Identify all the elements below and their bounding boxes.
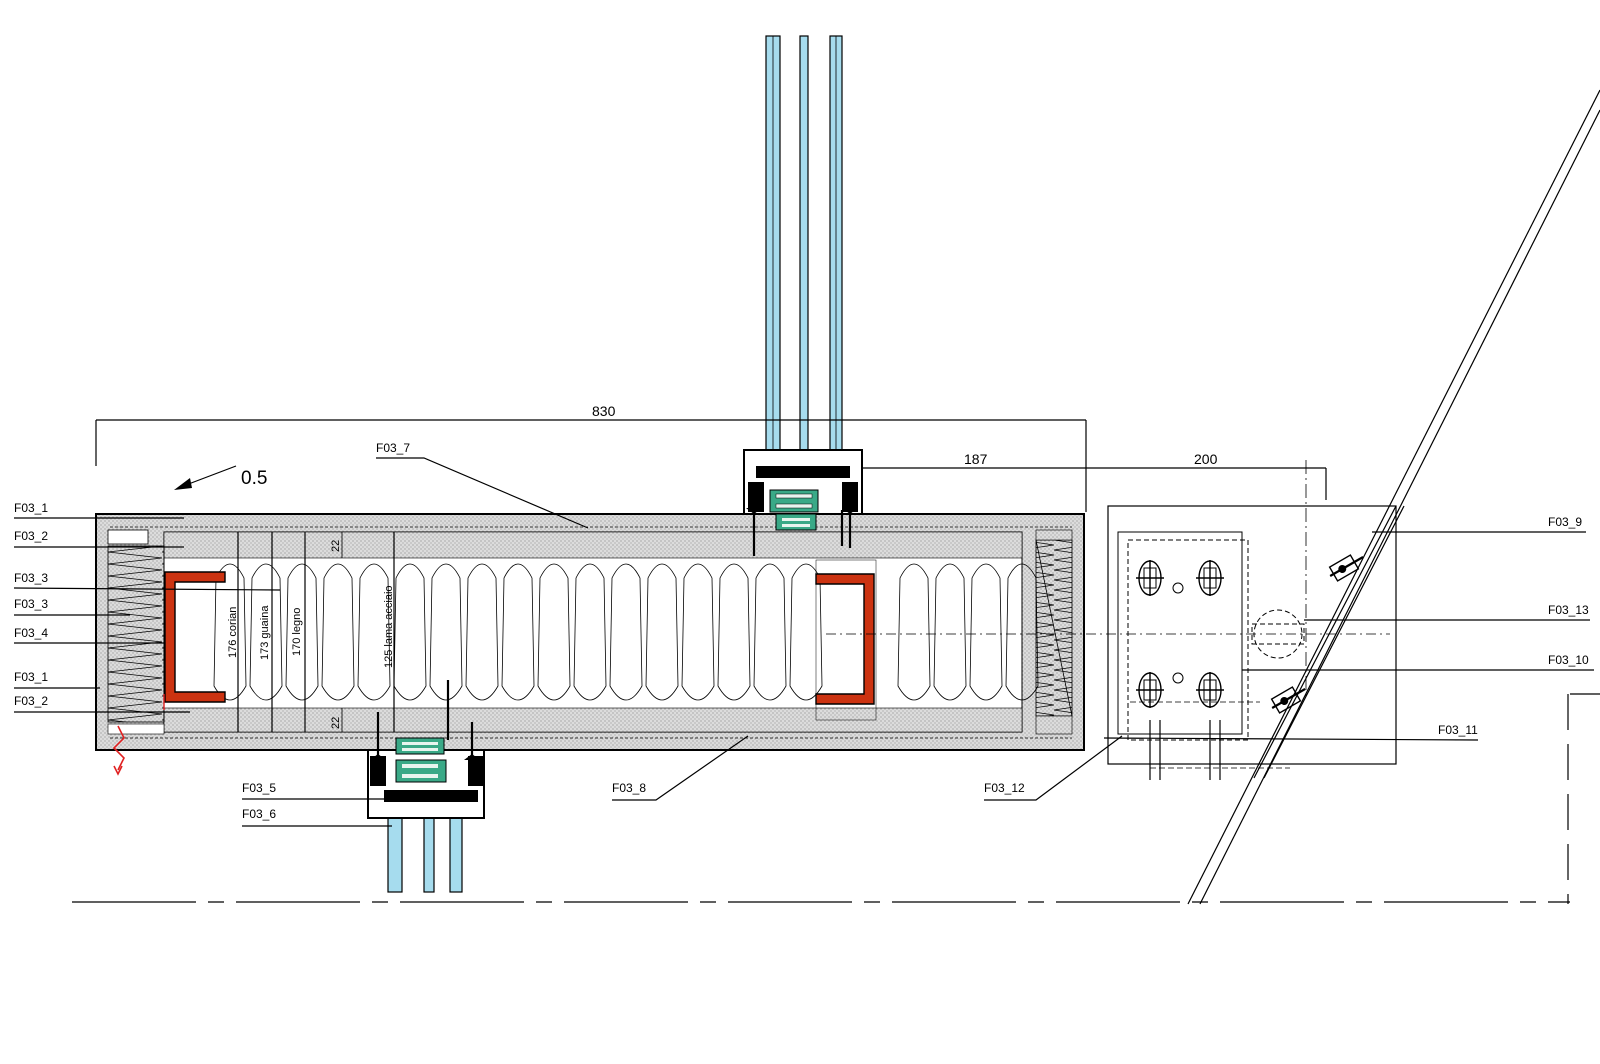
insulation-bubble (753, 563, 787, 701)
note-gap-top: 22 (330, 540, 342, 552)
slab-section (95, 513, 1390, 776)
insulation-bubble (609, 563, 643, 701)
insulation-bubble (321, 563, 355, 701)
insulation-bubble (429, 563, 463, 701)
bolt-icon (1136, 672, 1164, 708)
insulation-bubble (357, 563, 391, 701)
bolt-icon (1196, 672, 1224, 708)
insulation-bubble (645, 563, 679, 701)
insulation-bubble (501, 563, 535, 701)
slope-label: 0.5 (241, 468, 267, 489)
callouts: F03_1 F03_2 F03_3 F03_3 F03_4 F03_1 F03_… (13, 441, 1594, 827)
dim-right-b: 200 (1194, 451, 1218, 467)
label-f03-6: F03_6 (242, 807, 276, 821)
bracket-connection (1107, 460, 1397, 780)
left-end-insulation (107, 545, 165, 723)
insulation-bubble (573, 563, 607, 701)
insulation-bubble (789, 563, 823, 701)
bolt-icon (1136, 560, 1164, 596)
insulation-bubble (681, 563, 715, 701)
insulation-bubble (465, 563, 499, 701)
note-legno: 170 legno (291, 608, 303, 656)
insulation-bubble (537, 563, 571, 701)
diagonal-strut (1187, 89, 1600, 905)
insulation-bubble (933, 563, 967, 701)
dim-right-a: 187 (964, 451, 988, 467)
label-f03-13: F03_13 (1548, 603, 1589, 617)
lower-glazing (367, 680, 485, 893)
label-f03-9: F03_9 (1548, 515, 1582, 529)
label-f03-4: F03_4 (14, 626, 48, 640)
bolt-icon (1196, 560, 1224, 596)
label-f03-1-bottom: F03_1 (14, 670, 48, 684)
label-f03-7: F03_7 (376, 441, 410, 455)
insulation-bubble (717, 563, 751, 701)
label-f03-12: F03_12 (984, 781, 1025, 795)
insulation-bubble (969, 563, 1003, 701)
insulation-bubble (249, 563, 283, 701)
note-gap-bottom: 22 (330, 717, 342, 729)
label-f03-11: F03_11 (1438, 723, 1478, 737)
label-f03-1-top: F03_1 (14, 501, 48, 515)
bottom-band (163, 707, 1023, 733)
label-f03-10: F03_10 (1548, 653, 1589, 667)
insulation-bubble (393, 563, 427, 701)
label-f03-8: F03_8 (612, 781, 646, 795)
top-band (163, 531, 1023, 559)
dimension-lines: 830 187 200 0.5 (95, 403, 1327, 512)
label-f03-3-a: F03_3 (14, 571, 48, 585)
insulation-bubble (1005, 563, 1039, 701)
drip-mark (112, 725, 125, 771)
insulation-bubbles (213, 563, 1039, 701)
note-guaina: 173 guaina (259, 605, 271, 660)
insulation-bubble (897, 563, 931, 701)
layer-annotations: 176 corian 173 guaina 170 legno 125 lama… (227, 540, 395, 729)
dim-overall: 830 (592, 403, 616, 419)
label-f03-3-b: F03_3 (14, 597, 48, 611)
label-f03-2-top: F03_2 (14, 529, 48, 543)
note-corian: 176 corian (227, 607, 239, 658)
left-steel-channel (164, 571, 226, 703)
insulation-bubble (285, 563, 319, 701)
upper-glazing (743, 35, 863, 556)
label-f03-2-bottom: F03_2 (14, 694, 48, 708)
note-lama: 125 lama acciaio (383, 585, 395, 668)
label-f03-5: F03_5 (242, 781, 276, 795)
